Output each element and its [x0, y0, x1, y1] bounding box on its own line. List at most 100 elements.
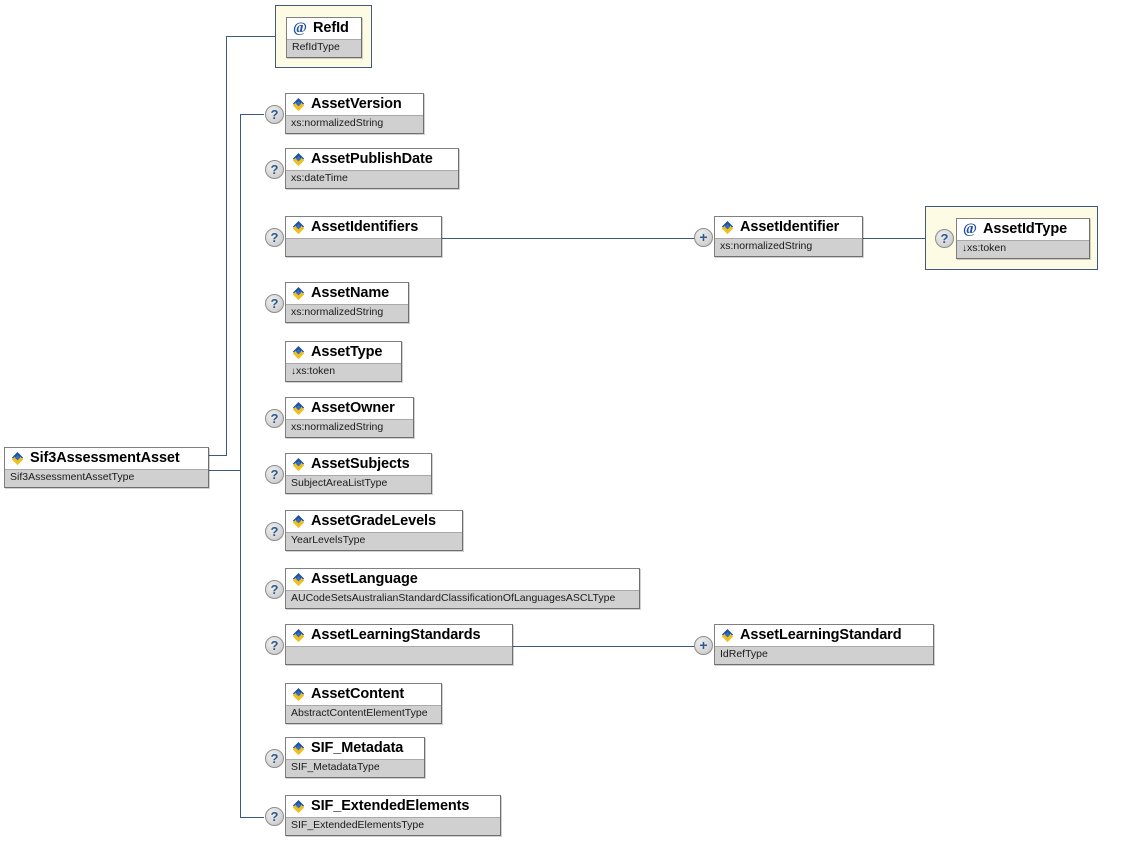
optional-badge-assetname[interactable]: ?: [265, 294, 284, 313]
node-type-label: xs:normalizedString: [286, 115, 423, 133]
node-name-row: @ RefId: [287, 18, 361, 39]
node-type-label: SIF_MetadataType: [286, 759, 424, 777]
node-name-row: Sif3AssessmentAsset: [5, 448, 208, 469]
node-name-label: AssetContent: [311, 686, 405, 702]
connector-assetidentifier-to-assetidtype: [862, 238, 935, 239]
at-icon: @: [293, 19, 307, 36]
node-name-row: AssetType: [286, 342, 401, 363]
node-assetpublishdate[interactable]: AssetPublishDate xs:dateTime: [285, 148, 459, 189]
node-name-label: AssetOwner: [311, 400, 395, 416]
optional-badge-assetlearningstandards[interactable]: ?: [265, 636, 284, 655]
node-name-row: AssetPublishDate: [286, 149, 458, 170]
optional-badge-sif-extendedelements[interactable]: ?: [265, 807, 284, 826]
node-name-row: AssetIdentifiers: [286, 217, 441, 238]
optional-badge-sif-metadata[interactable]: ?: [265, 749, 284, 768]
connector-root-to-attribute-trunk: [208, 455, 227, 456]
node-type-label: ↓xs:token: [286, 363, 401, 381]
node-assetidentifier[interactable]: AssetIdentifier xs:normalizedString: [714, 216, 863, 257]
element-icon: [720, 220, 735, 235]
node-name-label: AssetLearningStandards: [311, 627, 481, 643]
node-name-label: AssetPublishDate: [311, 151, 433, 167]
node-type-label: ↓xs:token: [957, 240, 1089, 258]
node-name-row: AssetIdentifier: [715, 217, 862, 238]
node-name-label: SIF_ExtendedElements: [311, 798, 470, 814]
node-type-label: [286, 646, 512, 664]
node-name-label: AssetVersion: [311, 96, 402, 112]
node-name-label: AssetIdType: [983, 221, 1068, 237]
node-name-row: SIF_Metadata: [286, 738, 424, 759]
derived-arrow-icon: ↓: [962, 243, 967, 254]
node-type-label: RefIdType: [287, 39, 361, 57]
element-icon: [291, 687, 306, 702]
element-icon: [291, 572, 306, 587]
attribute-wrapper-refid: @ RefId RefIdType: [275, 5, 372, 68]
optional-badge-assetversion[interactable]: ?: [265, 105, 284, 124]
element-icon: [291, 799, 306, 814]
node-sif-extendedelements[interactable]: SIF_ExtendedElements SIF_ExtendedElement…: [285, 795, 501, 836]
expand-badge-assetlearningstandard[interactable]: +: [694, 636, 713, 655]
node-assetlearningstandards[interactable]: AssetLearningStandards: [285, 624, 513, 665]
connector-to-assetversion: [240, 114, 264, 115]
connector-to-refid: [226, 36, 276, 37]
node-type-text: xs:token: [967, 242, 1007, 254]
node-type-label: AUCodeSetsAustralianStandardClassificati…: [286, 590, 639, 608]
node-assetlearningstandard[interactable]: AssetLearningStandard IdRefType: [714, 624, 934, 665]
node-assetcontent[interactable]: AssetContent AbstractContentElementType: [285, 683, 442, 724]
node-type-label: IdRefType: [715, 646, 933, 664]
node-name-row: AssetSubjects: [286, 454, 431, 475]
node-name-label: AssetLearningStandard: [740, 627, 902, 643]
node-type-label: SIF_ExtendedElementsType: [286, 817, 500, 835]
node-type-text: xs:token: [296, 365, 336, 377]
optional-badge-assetidtype[interactable]: ?: [935, 229, 954, 248]
node-assettype[interactable]: AssetType ↓xs:token: [285, 341, 402, 382]
connector-root-to-element-trunk: [208, 470, 241, 471]
derived-arrow-icon: ↓: [291, 366, 296, 377]
node-name-label: AssetGradeLevels: [311, 513, 436, 529]
optional-badge-assetowner[interactable]: ?: [265, 409, 284, 428]
node-name-label: AssetIdentifier: [740, 219, 840, 235]
node-assetidentifiers[interactable]: AssetIdentifiers: [285, 216, 442, 257]
optional-badge-assetpublishdate[interactable]: ?: [265, 160, 284, 179]
optional-badge-assetlanguage[interactable]: ?: [265, 580, 284, 599]
node-name-label: RefId: [313, 20, 349, 36]
connector-attribute-trunk: [226, 36, 227, 456]
element-icon: [291, 286, 306, 301]
node-refid[interactable]: @ RefId RefIdType: [286, 17, 362, 58]
node-assetlanguage[interactable]: AssetLanguage AUCodeSetsAustralianStanda…: [285, 568, 640, 609]
node-sif-metadata[interactable]: SIF_Metadata SIF_MetadataType: [285, 737, 425, 778]
node-assetidtype[interactable]: @ AssetIdType ↓xs:token: [956, 218, 1090, 259]
element-icon: [291, 152, 306, 167]
optional-badge-assetgradelevels[interactable]: ?: [265, 522, 284, 541]
node-name-row: AssetOwner: [286, 398, 413, 419]
expand-badge-assetidentifier[interactable]: +: [694, 228, 713, 247]
element-icon: [291, 220, 306, 235]
node-type-label: AbstractContentElementType: [286, 705, 441, 723]
node-assetname[interactable]: AssetName xs:normalizedString: [285, 282, 409, 323]
node-type-label: SubjectAreaListType: [286, 475, 431, 493]
node-assetsubjects[interactable]: AssetSubjects SubjectAreaListType: [285, 453, 432, 494]
connector-element-trunk: [240, 114, 241, 817]
node-type-label: xs:normalizedString: [286, 419, 413, 437]
element-icon: [291, 97, 306, 112]
element-icon: [291, 628, 306, 643]
element-icon: [291, 401, 306, 416]
node-name-label: AssetLanguage: [311, 571, 418, 587]
node-name-label: AssetName: [311, 285, 390, 301]
node-type-label: Sif3AssessmentAssetType: [5, 469, 208, 487]
node-name-label: AssetIdentifiers: [311, 219, 419, 235]
node-name-label: SIF_Metadata: [311, 740, 404, 756]
node-name-row: AssetLearningStandards: [286, 625, 512, 646]
optional-badge-assetsubjects[interactable]: ?: [265, 465, 284, 484]
element-icon: [720, 628, 735, 643]
node-name-label: Sif3AssessmentAsset: [30, 450, 180, 466]
attribute-wrapper-assetidtype: ? @ AssetIdType ↓xs:token: [925, 206, 1098, 270]
node-sif3assessmentasset[interactable]: Sif3AssessmentAsset Sif3AssessmentAssetT…: [4, 447, 209, 488]
node-name-row: @ AssetIdType: [957, 219, 1089, 240]
node-assetversion[interactable]: AssetVersion xs:normalizedString: [285, 93, 424, 134]
optional-badge-assetidentifiers[interactable]: ?: [265, 228, 284, 247]
node-assetgradelevels[interactable]: AssetGradeLevels YearLevelsType: [285, 510, 463, 551]
node-assetowner[interactable]: AssetOwner xs:normalizedString: [285, 397, 414, 438]
at-icon: @: [963, 220, 977, 237]
node-type-label: [286, 238, 441, 256]
